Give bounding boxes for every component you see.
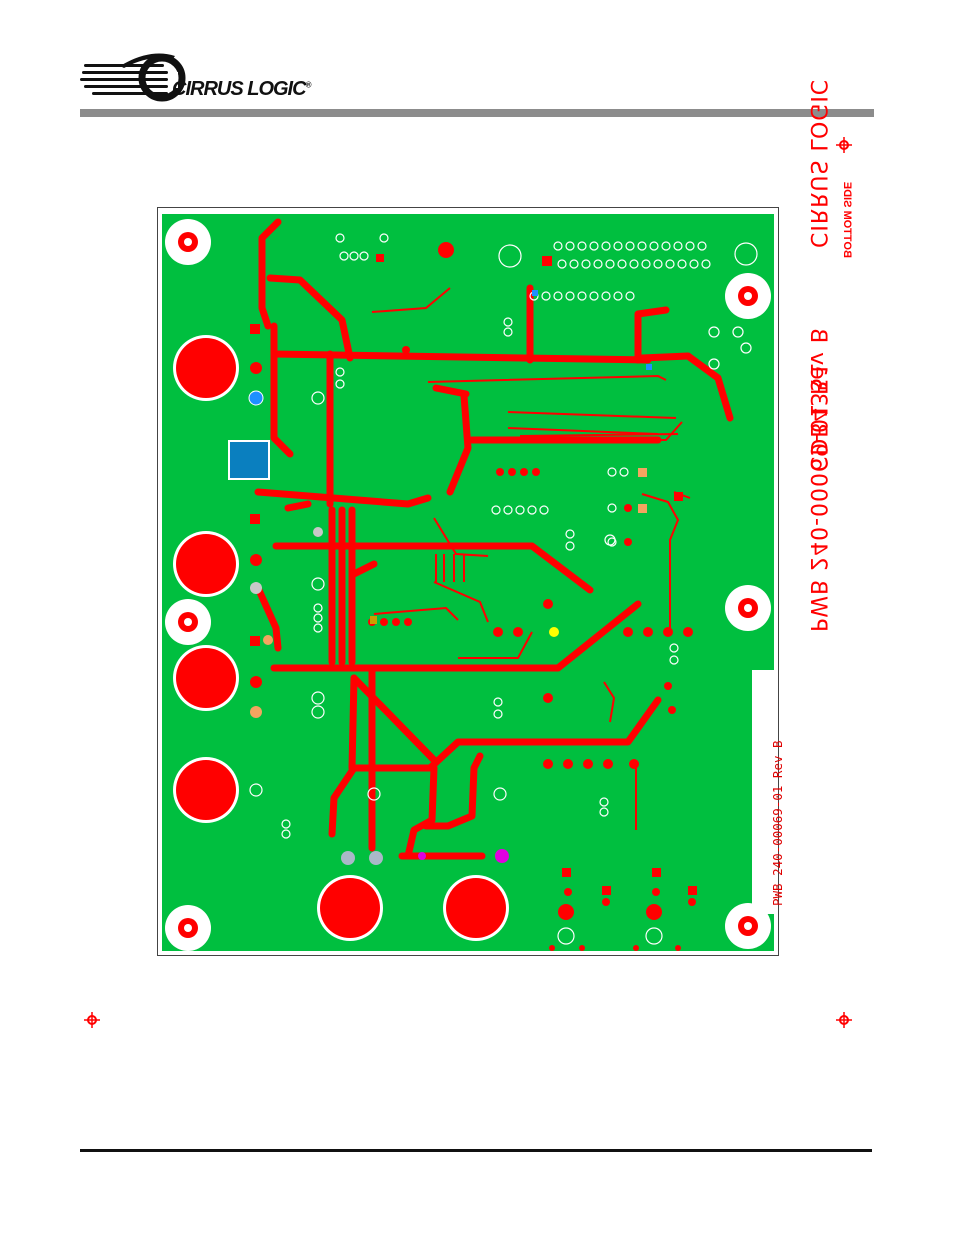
pads (250, 242, 697, 951)
pwb-silk-text: PWB 240-00069-01 Rev B (770, 740, 785, 906)
company-name: CIRRUS LOGIC® (172, 78, 311, 100)
board-revision-text: PWB 240-00069-01 Rev B (805, 327, 830, 632)
mounting-holes (165, 219, 771, 951)
board-company-text: CIRRUS LOGIC (805, 78, 830, 248)
fiducial-target-icon (84, 1012, 100, 1028)
footer-rule (80, 1149, 872, 1152)
through-holes (249, 233, 758, 945)
pcb-artwork (162, 214, 774, 951)
header-rule (80, 109, 874, 117)
jack-pads (173, 335, 509, 941)
pwb-silk-label: PWB 240-00069-01 Rev B (752, 670, 785, 914)
bottom-side-label: BOTTOM SIDE (841, 181, 853, 258)
power-traces (254, 218, 734, 860)
cirrus-logic-swoosh-icon (80, 53, 186, 102)
signal-traces (371, 287, 691, 830)
fiducial-target-icon (836, 137, 852, 153)
fiducial-target-icon (836, 1012, 852, 1028)
pcb-bottom-layer (157, 207, 779, 956)
